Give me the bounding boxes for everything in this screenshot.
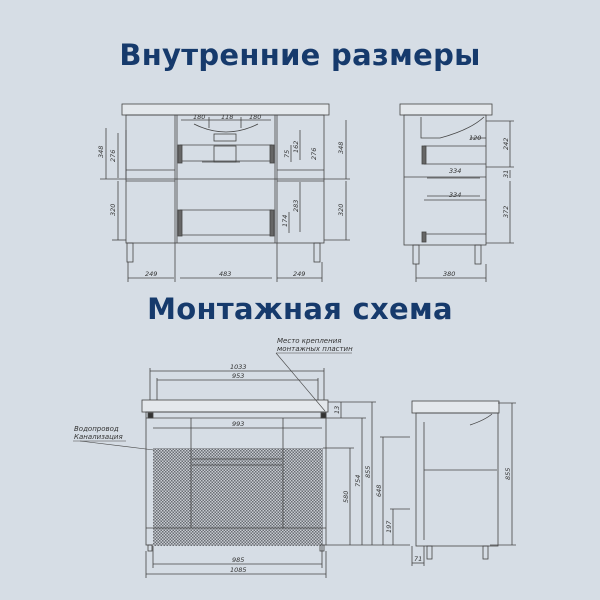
dim-label: 348 [337, 142, 345, 154]
dim-label: 276 [109, 150, 117, 162]
dim-label: 483 [219, 270, 231, 278]
internal-front-labels: 180 118 180 348 276 320 348 320 276 75 1… [97, 113, 345, 278]
internal-side-view [399, 103, 514, 282]
note-mount-plates: монтажных пластин [277, 345, 353, 353]
internal-side-labels: 120 334 334 242 31 372 380 [443, 134, 510, 278]
dim-label: 249 [145, 270, 157, 278]
dim-label: 174 [281, 215, 289, 227]
mounting-side-labels: 855 71 [414, 468, 512, 563]
dim-label: 855 [504, 468, 512, 480]
dim-label: 334 [449, 191, 461, 199]
dim-label: 648 [375, 485, 383, 497]
dim-label: 348 [97, 146, 105, 158]
dim-label: 13 [333, 406, 341, 414]
dim-label: 320 [109, 204, 117, 216]
dim-label: 320 [337, 204, 345, 216]
dim-label: 118 [221, 113, 233, 121]
dim-label: 283 [292, 200, 300, 212]
dim-label: 1033 [230, 363, 247, 371]
dim-label: 75 [283, 150, 291, 158]
dim-label: 31 [502, 170, 510, 178]
dim-label: 162 [292, 141, 300, 153]
dim-label: 120 [469, 134, 481, 142]
internal-front-view [100, 103, 350, 282]
dim-label: 1085 [230, 566, 247, 574]
dim-label: 276 [310, 148, 318, 160]
dim-label: 580 [342, 491, 350, 503]
dim-label: 249 [293, 270, 305, 278]
dim-label: 242 [502, 138, 510, 150]
note-pipes: Водопровод [74, 425, 119, 433]
note-mount-plates: Место крепления [277, 337, 341, 345]
dim-label: 985 [232, 556, 244, 564]
title-mounting-scheme: Монтажная схема [147, 292, 453, 326]
dim-label: 334 [449, 167, 461, 175]
dim-label: 197 [385, 520, 393, 533]
dim-label: 993 [232, 420, 244, 428]
dim-label: 71 [414, 555, 422, 563]
mounting-front-view [73, 352, 410, 578]
mounting-side-view [411, 400, 516, 566]
dim-label: 180 [193, 113, 205, 121]
note-pipes: Канализация [74, 433, 123, 441]
dim-label: 953 [232, 372, 244, 380]
mounting-front-labels: 1033 953 993 985 1085 13 580 754 855 648… [74, 337, 393, 574]
dim-label: 754 [354, 475, 362, 487]
dim-label: 180 [249, 113, 261, 121]
dim-label: 855 [364, 466, 372, 478]
dim-label: 380 [443, 270, 455, 278]
dim-label: 372 [502, 206, 510, 218]
title-internal-dimensions: Внутренние размеры [119, 38, 481, 72]
